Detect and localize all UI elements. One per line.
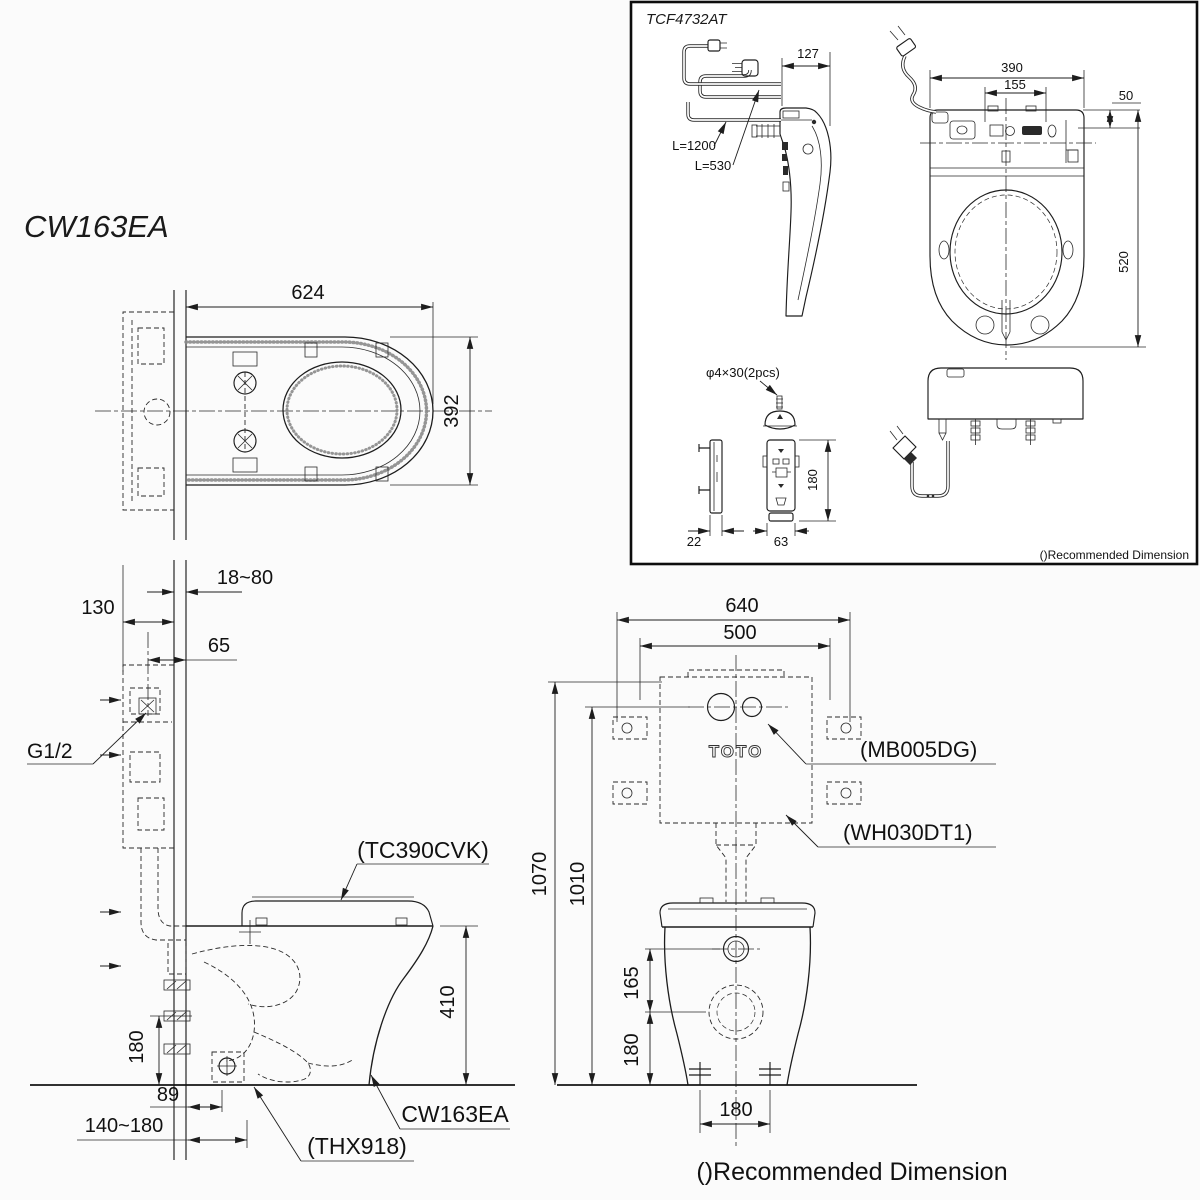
recommended-dimension-note: ()Recommended Dimension: [696, 1158, 1007, 1186]
dim-remote-thickness: 22: [687, 534, 701, 549]
dim-frame-width: 640: [725, 595, 758, 617]
dim-seat-depth: 127: [797, 46, 819, 61]
dim-outlet-range: 140~180: [85, 1115, 163, 1137]
remote-front-view: 63 180: [753, 439, 836, 549]
dim-remote-width: 63: [774, 534, 788, 549]
dim-plan-depth: 392: [441, 394, 463, 427]
dim-spud-to-trap: 165: [621, 966, 643, 999]
screw-label: φ4×30(2pcs): [706, 365, 780, 380]
dim-trap-offset: 89: [157, 1084, 179, 1106]
dim-bolt-span: 180: [719, 1099, 752, 1121]
dim-tank-width: 500: [723, 622, 756, 644]
dim-power-cord-length: L=1200: [672, 138, 716, 153]
panel-title: TCF4732AT: [646, 11, 728, 28]
dim-ctrl-offset: 155: [1004, 77, 1026, 92]
label-bowl: CW163EA: [401, 1101, 509, 1127]
dim-plate-height: 1010: [567, 862, 589, 907]
installation-front-view: TOTO 640 500 1070 1010: [529, 595, 996, 1148]
dim-hose-length: L=530: [695, 158, 732, 173]
dim-tank-depth: 130: [81, 597, 114, 619]
dim-seat-plan-depth: 520: [1116, 251, 1131, 273]
dim-plan-width: 624: [291, 282, 324, 304]
installation-side-view: 18~80 130 65 G1/2: [27, 560, 515, 1162]
power-plug-icon: [889, 25, 917, 57]
label-fitting: (THX918): [307, 1133, 407, 1159]
panel-tcf4732at: TCF4732AT: [629, 0, 1199, 566]
dim-bolt-height: 180: [126, 1030, 148, 1063]
panel-note: ()Recommended Dimension: [1040, 548, 1189, 562]
dim-supply-offset: 65: [208, 635, 230, 657]
dim-trap-to-floor: 180: [621, 1033, 643, 1066]
label-seat: (TC390CVK): [357, 837, 489, 863]
dim-bowl-height: 410: [437, 985, 459, 1018]
washlet-side-view: L=1200 L=530 127: [672, 39, 832, 317]
power-plug-icon: [889, 425, 917, 465]
label-tank: (WH030DT1): [843, 820, 973, 845]
dim-lip: 50: [1119, 88, 1133, 103]
label-plate: (MB005DG): [860, 737, 977, 762]
product-title: CW163EA: [24, 209, 169, 244]
dim-wall-thickness: 18~80: [217, 567, 273, 589]
washlet-plan-view: 390 155 50 520: [889, 25, 1146, 360]
power-plug-icon: [732, 59, 759, 77]
brand-logo: TOTO: [709, 742, 764, 761]
washlet-rear-view: [889, 367, 1084, 498]
mount-screw: φ4×30(2pcs): [706, 365, 797, 430]
bowl-plan-view: 624 392: [95, 282, 492, 540]
connector-plug-icon: [707, 39, 727, 52]
dim-remote-height: 180: [805, 469, 820, 491]
label-supply-thread: G1/2: [27, 740, 73, 763]
remote-side-view: 22: [687, 439, 744, 549]
dim-seat-width: 390: [1001, 60, 1023, 75]
dim-frame-height: 1070: [529, 852, 551, 897]
